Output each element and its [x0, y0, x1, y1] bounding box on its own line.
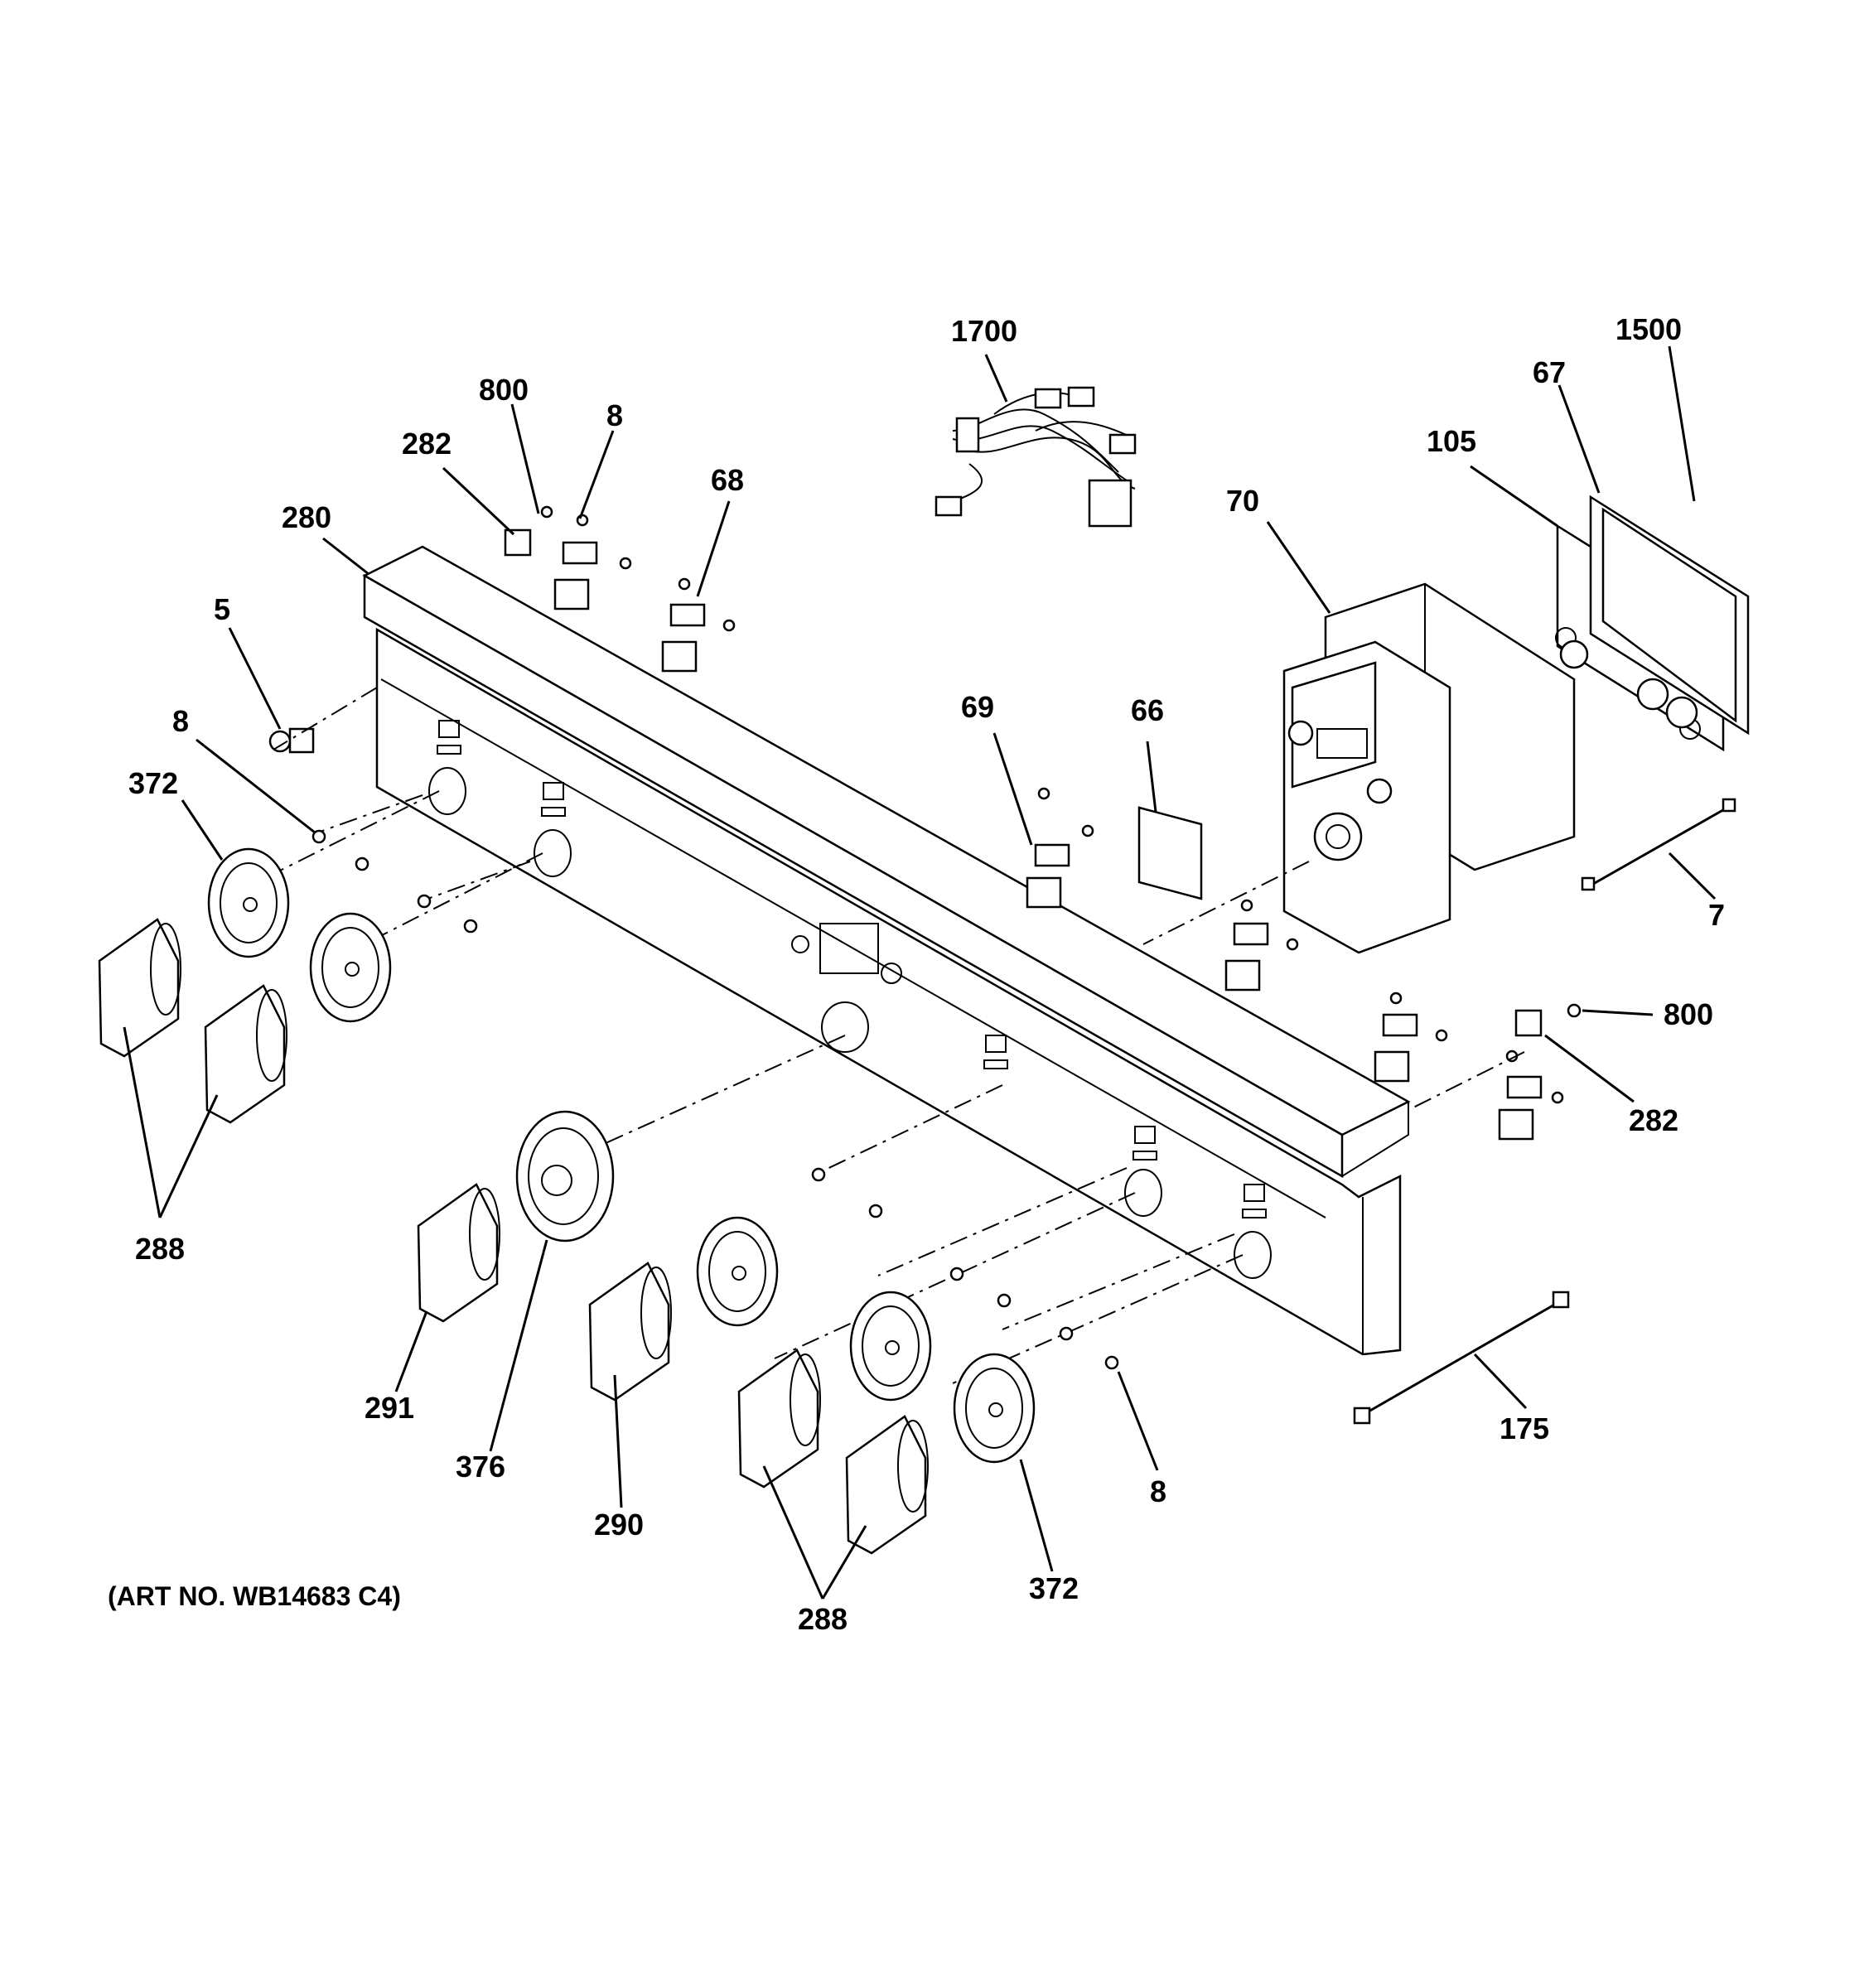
callout-800-top: 800: [479, 373, 529, 407]
wire-ties: [1353, 798, 1736, 1425]
oven-control-assembly: [1282, 582, 1576, 954]
callout-69: 69: [961, 690, 994, 724]
art-number-caption: (ART NO. WB14683 C4): [108, 1581, 401, 1611]
callout-376: 376: [456, 1450, 505, 1484]
callout-280: 280: [282, 500, 331, 534]
callout-8-top: 8: [606, 398, 623, 432]
wire-harness: [934, 386, 1137, 528]
callout-67: 67: [1533, 355, 1566, 389]
knob-bezels: [207, 847, 1036, 1464]
leader-lines: [123, 345, 1717, 1600]
callout-290: 290: [594, 1508, 644, 1542]
callout-8-bottom: 8: [1150, 1474, 1166, 1508]
callout-282-top: 282: [402, 427, 452, 461]
callout-68: 68: [711, 463, 744, 497]
callout-labels: 1700 1500 800 67 8 282 68 105 280 70 5 6…: [128, 312, 1725, 1636]
assembly-centerlines: [248, 687, 1525, 1384]
callout-1700: 1700: [951, 314, 1017, 348]
callout-8-left: 8: [172, 704, 189, 738]
mounting-brackets: [268, 505, 1582, 1141]
control-panel-backguard: [362, 545, 1411, 1356]
callout-5: 5: [214, 592, 230, 626]
callout-70: 70: [1226, 484, 1259, 518]
control-knobs: [98, 918, 929, 1555]
callout-288-left: 288: [135, 1232, 185, 1266]
callout-66: 66: [1131, 693, 1164, 727]
callout-291: 291: [365, 1391, 414, 1425]
callout-288-bottom: 288: [798, 1602, 848, 1636]
callout-7: 7: [1708, 898, 1725, 932]
relay-board-assembly: [1555, 495, 1750, 752]
callout-372-left: 372: [128, 766, 178, 800]
callout-1500: 1500: [1615, 312, 1682, 346]
callout-105: 105: [1427, 424, 1476, 458]
callout-175: 175: [1500, 1411, 1549, 1445]
callout-800-right: 800: [1664, 997, 1713, 1031]
screws: [312, 829, 1119, 1370]
callout-372-bottom: 372: [1029, 1571, 1079, 1605]
callout-282-right: 282: [1629, 1103, 1678, 1137]
